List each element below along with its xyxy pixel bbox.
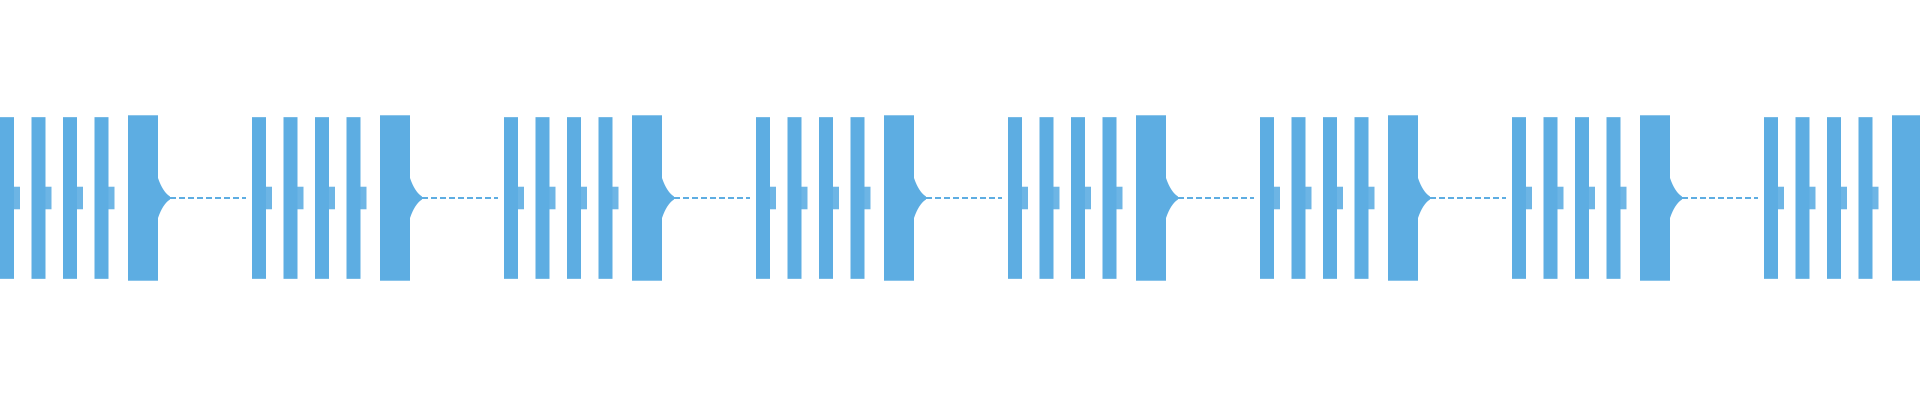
long-burst: [1388, 115, 1418, 281]
short-burst: [598, 117, 613, 279]
short-burst: [252, 117, 266, 279]
short-burst-decay: [1620, 186, 1627, 210]
short-burst: [315, 117, 329, 279]
short-burst-decay: [1526, 186, 1532, 210]
short-burst-decay: [108, 186, 115, 210]
long-burst-decay: [1670, 178, 1682, 218]
short-burst-decay: [518, 186, 524, 210]
short-burst: [1260, 117, 1274, 279]
short-burst-decay: [1022, 186, 1028, 210]
short-burst-decay: [1274, 186, 1280, 210]
long-burst: [1640, 115, 1670, 281]
short-burst: [1606, 117, 1621, 279]
short-burst-decay: [1116, 186, 1123, 210]
short-burst: [346, 117, 361, 279]
short-burst-decay: [45, 186, 52, 210]
short-burst-decay: [612, 186, 619, 210]
waveform-layer: [0, 115, 1920, 281]
long-burst: [1136, 115, 1166, 281]
short-burst-decay: [1589, 186, 1595, 210]
short-burst: [1102, 117, 1117, 279]
long-burst: [1892, 115, 1920, 281]
short-burst-decay: [329, 186, 335, 210]
long-burst-decay: [1166, 178, 1178, 218]
short-burst: [504, 117, 518, 279]
short-burst: [1323, 117, 1337, 279]
short-burst: [1008, 117, 1022, 279]
short-burst-decay: [801, 186, 808, 210]
long-burst: [632, 115, 662, 281]
short-burst: [756, 117, 770, 279]
short-burst: [850, 117, 865, 279]
short-burst: [63, 117, 77, 279]
short-burst: [1071, 117, 1085, 279]
short-burst: [787, 117, 802, 279]
long-burst-decay: [914, 178, 926, 218]
long-burst-decay: [662, 178, 674, 218]
short-burst: [94, 117, 109, 279]
short-burst-decay: [1368, 186, 1375, 210]
short-burst-decay: [14, 186, 20, 210]
short-burst-decay: [266, 186, 272, 210]
short-burst: [1354, 117, 1369, 279]
short-burst-decay: [1337, 186, 1343, 210]
short-burst: [283, 117, 298, 279]
short-burst-decay: [864, 186, 871, 210]
short-burst: [1512, 117, 1526, 279]
short-burst: [1575, 117, 1589, 279]
short-burst-decay: [770, 186, 776, 210]
short-burst-decay: [360, 186, 367, 210]
short-burst-decay: [1809, 186, 1816, 210]
short-burst-decay: [581, 186, 587, 210]
short-burst-decay: [297, 186, 304, 210]
long-burst: [380, 115, 410, 281]
long-burst: [128, 115, 158, 281]
short-burst-decay: [1778, 186, 1784, 210]
short-burst: [567, 117, 581, 279]
short-burst: [819, 117, 833, 279]
short-burst-decay: [1085, 186, 1091, 210]
short-burst: [1291, 117, 1306, 279]
short-burst-decay: [1872, 186, 1879, 210]
short-burst: [535, 117, 550, 279]
short-burst: [1795, 117, 1810, 279]
short-burst-decay: [77, 186, 83, 210]
long-burst-decay: [158, 178, 170, 218]
short-burst-decay: [833, 186, 839, 210]
short-burst-decay: [549, 186, 556, 210]
long-burst-decay: [410, 178, 422, 218]
long-burst-decay: [1418, 178, 1430, 218]
short-burst-decay: [1305, 186, 1312, 210]
short-burst: [1858, 117, 1873, 279]
short-burst: [0, 117, 14, 279]
short-burst: [31, 117, 46, 279]
short-burst-decay: [1557, 186, 1564, 210]
short-burst-decay: [1841, 186, 1847, 210]
short-burst: [1827, 117, 1841, 279]
short-burst: [1543, 117, 1558, 279]
short-burst: [1764, 117, 1778, 279]
long-burst: [884, 115, 914, 281]
short-burst: [1039, 117, 1054, 279]
short-burst-decay: [1053, 186, 1060, 210]
